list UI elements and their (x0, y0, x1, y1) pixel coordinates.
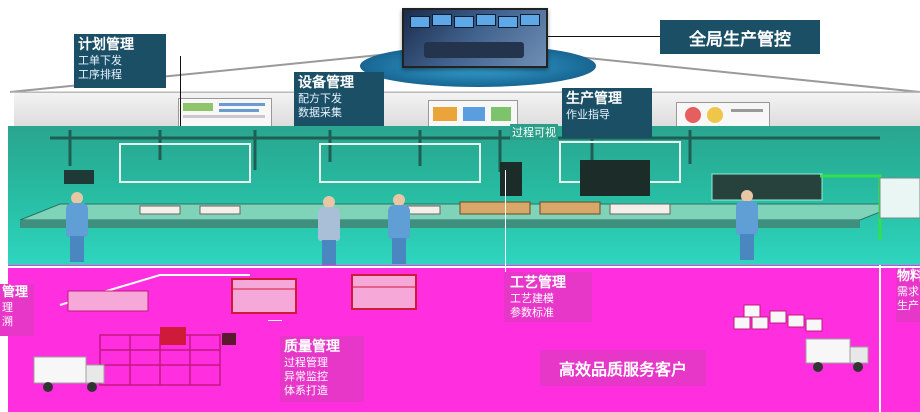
production-line-1: 作业指导 (566, 108, 610, 121)
wall-monitor-1 (178, 98, 272, 128)
logistics-drawing (8, 265, 920, 412)
equipment-line-2: 数据采集 (298, 106, 342, 119)
quality-title: 质量管理 (284, 339, 340, 355)
worker-2 (318, 196, 340, 266)
global-control-label: 全局生产管控 (660, 20, 820, 54)
plan-leader-line (180, 56, 181, 126)
production-line-2: 过程可视 (510, 124, 558, 140)
left-clipped-title: 管理 (2, 285, 29, 300)
global-control-title: 全局生产管控 (689, 29, 791, 50)
equipment-title: 设备管理 (298, 75, 354, 91)
control-room-photo (402, 8, 548, 68)
quality-line-2: 异常监控 (284, 370, 328, 383)
worker-3 (388, 194, 410, 264)
equipment-line-1: 配方下发 (298, 92, 342, 105)
plan-line-1: 工单下发 (78, 54, 122, 67)
wall-monitor-2 (428, 100, 518, 128)
process-management-box: 工艺管理 工艺建模 参数标准 (504, 272, 592, 322)
left-clipped-line-1: 理 (2, 301, 13, 314)
hub-leader-line (548, 36, 660, 37)
production-management-box: 生产管理 作业指导 (562, 88, 652, 138)
process-leader-line (505, 170, 506, 298)
quality-management-box: 质量管理 过程管理 异常监控 体系打造 (280, 336, 364, 402)
equipment-management-box: 设备管理 配方下发 数据采集 (294, 72, 384, 126)
right-clipped-line-1: 需求 (897, 285, 919, 298)
process-line-2: 参数标准 (510, 306, 554, 319)
process-line-1: 工艺建模 (510, 292, 554, 305)
plan-line-2: 工序排程 (78, 68, 122, 81)
production-title: 生产管理 (566, 91, 622, 107)
left-clipped-box: 管理 理 溯 (0, 284, 34, 336)
left-clipped-line-2: 溯 (2, 315, 13, 328)
quality-line-3: 体系打造 (284, 384, 328, 397)
process-title: 工艺管理 (510, 275, 566, 291)
worker-4 (736, 190, 758, 260)
customer-service-banner: 高效品质服务客户 (540, 350, 706, 386)
plan-management-box: 计划管理 工单下发 工序排程 (74, 34, 166, 88)
quality-leader-line (268, 320, 282, 321)
right-clipped-line-2: 生产 (897, 299, 919, 312)
right-clipped-title: 物料 (897, 269, 920, 284)
plan-title: 计划管理 (78, 37, 134, 53)
quality-line-1: 过程管理 (284, 356, 328, 369)
worker-1 (66, 192, 88, 262)
assembly-line-drawing (19, 130, 920, 240)
service-title: 高效品质服务客户 (558, 360, 687, 379)
right-clipped-box: 物料 需求 生产 (896, 268, 920, 322)
wall-monitor-3 (676, 102, 770, 128)
